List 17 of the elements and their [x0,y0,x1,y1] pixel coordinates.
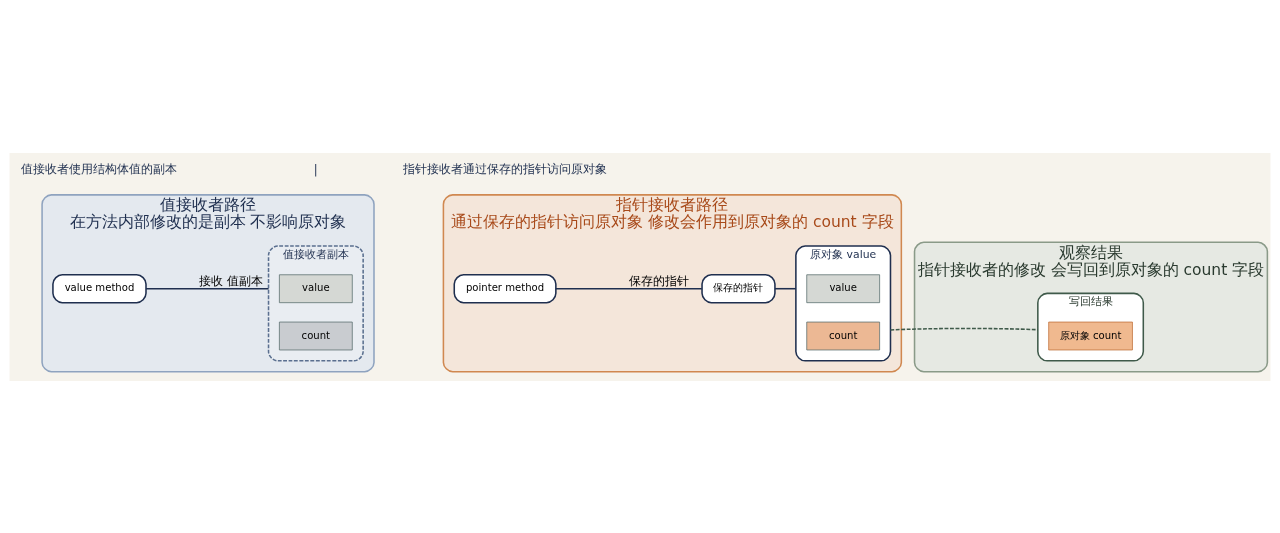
label: 指针接收者通过保存的指针访问原对象 [403,161,608,176]
connector [555,287,703,289]
connector [774,287,797,289]
edge-label: 接收 值副本 [199,273,264,288]
node-box: value [279,273,353,303]
label: | [313,161,318,176]
connector [889,327,1039,331]
label: 值接收者使用结构体值的副本 [21,161,178,176]
node-box: count [279,321,353,350]
node-box: value method [52,273,147,303]
edge-label: 保存的指针 [628,273,689,288]
node-box: 保存的指针 [701,273,776,303]
node-box: value [806,273,880,303]
connector [145,287,270,289]
node-box: pointer method [453,273,557,303]
node-box: count [806,321,880,350]
node-box: 原对象 count [1048,321,1133,350]
